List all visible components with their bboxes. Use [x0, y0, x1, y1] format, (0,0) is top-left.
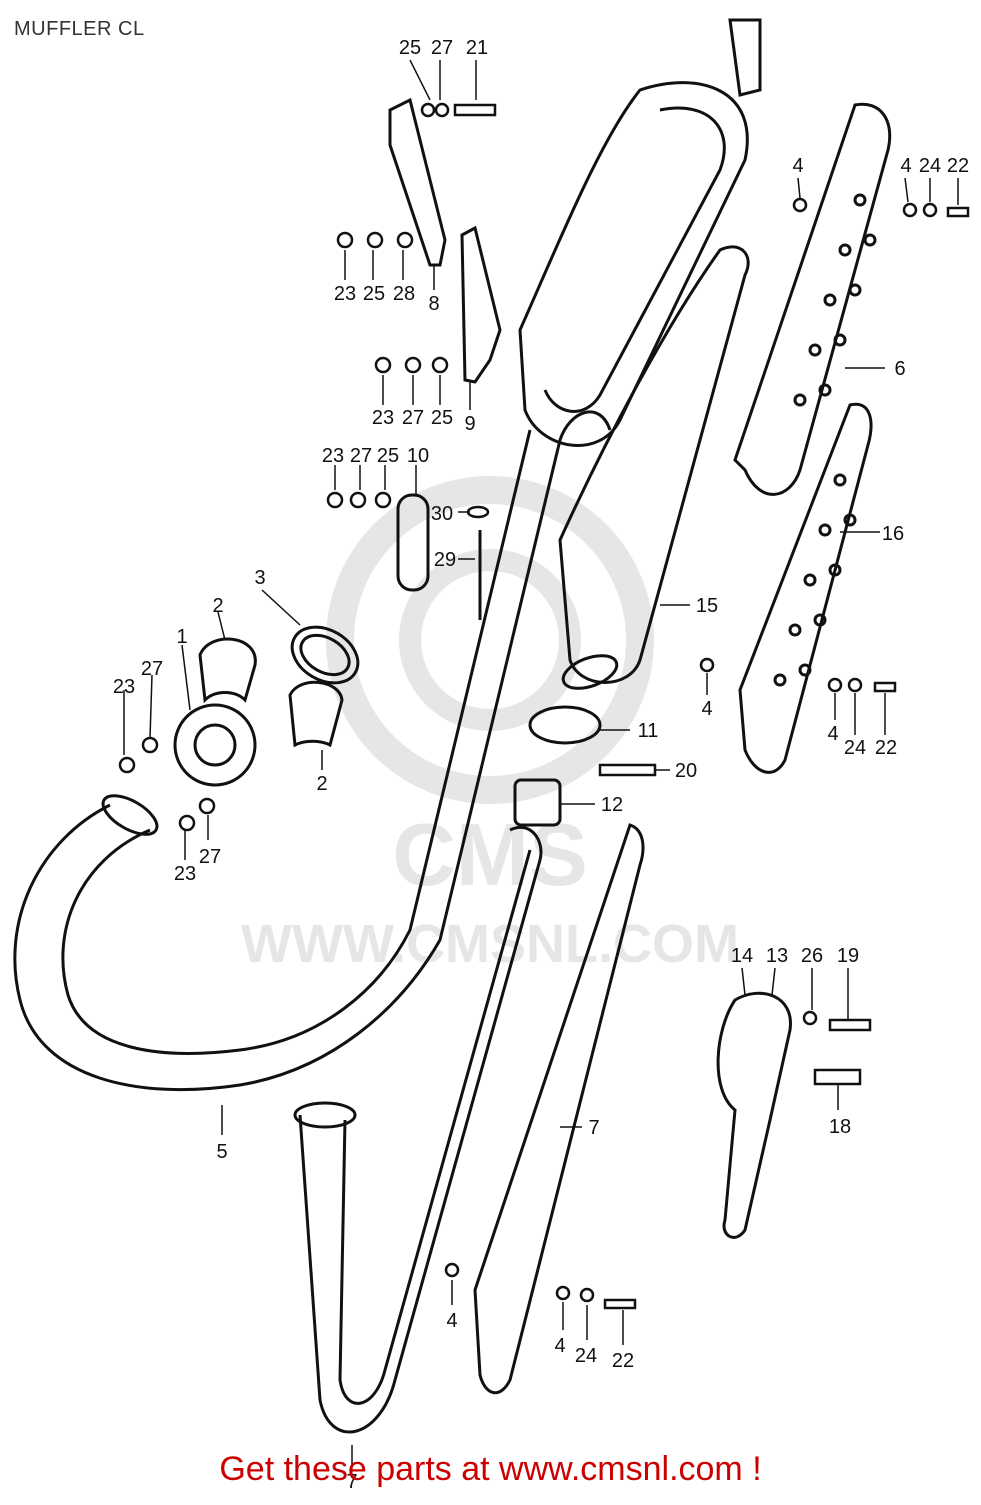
- label-4: 4: [827, 723, 838, 745]
- label-22: 22: [875, 737, 897, 759]
- label-25: 25: [431, 407, 453, 429]
- gasket-3: [290, 625, 360, 685]
- watermark-url-text: WWW.CMSNL.COM: [241, 914, 739, 974]
- label-23: 23: [113, 676, 135, 698]
- label-4: 4: [554, 1335, 565, 1357]
- stay-9: [460, 225, 502, 384]
- watermark-logo-inner: [399, 549, 581, 731]
- label-14: 14: [731, 945, 753, 967]
- heat-guard-lower: [473, 823, 645, 1394]
- collet-2-upper: [198, 637, 257, 704]
- label-11: 11: [638, 720, 659, 742]
- label-4: 4: [446, 1310, 457, 1332]
- part-labels: 25 27 21 23 25 28 8 23 27 25 9 23 27 25 …: [113, 37, 969, 1493]
- label-9: 9: [464, 413, 475, 435]
- label-24: 24: [575, 1345, 597, 1367]
- label-5: 5: [216, 1141, 227, 1163]
- label-25: 25: [363, 283, 385, 305]
- label-27: 27: [141, 658, 163, 680]
- page-title: MUFFLER CL: [14, 18, 145, 40]
- hardware: [118, 102, 970, 1310]
- label-23: 23: [174, 863, 196, 885]
- band-11: [528, 705, 602, 745]
- label-23: 23: [334, 283, 356, 305]
- label-27: 27: [431, 37, 453, 59]
- label-24: 24: [844, 737, 866, 759]
- label-3: 3: [254, 567, 265, 589]
- label-27: 27: [350, 445, 372, 467]
- label-8: 8: [428, 293, 439, 315]
- muffler-upper: [518, 18, 762, 447]
- label-27: 27: [402, 407, 424, 429]
- leader-lines: [123, 59, 959, 1465]
- label-23: 23: [372, 407, 394, 429]
- label-10: 10: [407, 445, 429, 467]
- heat-guard-16: [738, 402, 873, 774]
- label-21: 21: [466, 37, 488, 59]
- clamp-13-14: [716, 991, 792, 1239]
- label-29: 29: [434, 549, 456, 571]
- label-23: 23: [322, 445, 344, 467]
- label-30: 30: [431, 503, 453, 525]
- label-12: 12: [601, 794, 623, 816]
- label-16: 16: [882, 523, 904, 545]
- label-2: 2: [316, 773, 327, 795]
- label-7: 7: [588, 1117, 599, 1139]
- label-1: 1: [176, 626, 187, 648]
- sleeve-12: [513, 778, 562, 827]
- flange-1: [173, 703, 257, 787]
- exhaust-pipe-7: [293, 825, 543, 1434]
- label-25: 25: [399, 37, 421, 59]
- label-20: 20: [675, 760, 697, 782]
- label-18: 18: [829, 1116, 851, 1138]
- label-26: 26: [801, 945, 823, 967]
- footer-link-text[interactable]: Get these parts at www.cmsnl.com !: [219, 1450, 762, 1488]
- label-22: 22: [612, 1350, 634, 1372]
- label-15: 15: [696, 595, 718, 617]
- label-13: 13: [766, 945, 788, 967]
- label-4: 4: [792, 155, 803, 177]
- watermark-logo-ring: [326, 476, 654, 804]
- label-19: 19: [837, 945, 859, 967]
- label-4: 4: [900, 155, 911, 177]
- label-25: 25: [377, 445, 399, 467]
- label-6: 6: [894, 358, 905, 380]
- muffler-15: [558, 245, 750, 690]
- label-28: 28: [393, 283, 415, 305]
- label-7: 7: [346, 1471, 357, 1493]
- collet-2-lower: [288, 680, 344, 748]
- watermark-logo-text: CMS: [392, 805, 588, 904]
- gasket-10: [396, 493, 430, 592]
- heat-guard-6: [733, 102, 892, 496]
- exhaust-pipe-5: [13, 410, 612, 1092]
- label-2: 2: [212, 595, 223, 617]
- stay-8: [388, 97, 447, 267]
- label-22: 22: [947, 155, 969, 177]
- label-24: 24: [919, 155, 941, 177]
- label-27: 27: [199, 846, 221, 868]
- watermark: CMS WWW.CMSNL.COM: [241, 476, 739, 974]
- label-4: 4: [701, 698, 712, 720]
